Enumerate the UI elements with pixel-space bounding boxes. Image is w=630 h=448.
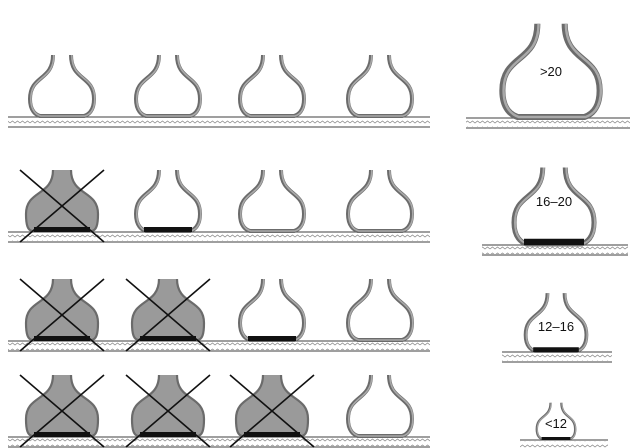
bulb-cell <box>348 375 413 436</box>
contact-area <box>34 432 90 437</box>
contact-area <box>244 432 300 437</box>
contact-area <box>34 227 90 232</box>
size-range-label: 12–16 <box>538 319 574 334</box>
contact-area <box>144 227 192 232</box>
bulb-cell <box>126 279 210 351</box>
contact-area <box>542 437 571 440</box>
bulb-cell <box>20 279 104 351</box>
contact-area <box>248 336 296 341</box>
bulb-cell <box>136 170 201 232</box>
ground-line <box>8 232 430 242</box>
contact-area <box>34 336 90 341</box>
bulb-cell <box>20 375 104 447</box>
bulb-cell <box>348 55 413 116</box>
ground-line <box>8 341 430 351</box>
bulb-cell <box>240 55 305 116</box>
ground-line <box>502 352 612 362</box>
ground-line <box>8 437 430 447</box>
ground-line <box>520 440 608 448</box>
size-reference-column: >20 16–20 12–16 <12 <box>466 24 630 448</box>
bulb-cell <box>240 279 305 341</box>
bulb-cell <box>136 55 201 116</box>
size-range-label: 16–20 <box>536 194 572 209</box>
bulb-cell <box>348 170 413 231</box>
contact-area <box>533 347 579 352</box>
bulb-grid <box>8 55 430 447</box>
contact-area <box>140 336 196 341</box>
bulb-cell <box>126 375 210 447</box>
bulb-cell <box>348 279 413 340</box>
contact-area <box>524 239 584 245</box>
bulb-cell <box>230 375 314 447</box>
ground-line <box>8 117 430 127</box>
bulb-cell <box>20 170 104 242</box>
size-range-label: >20 <box>540 64 562 79</box>
size-range-label: <12 <box>545 416 567 431</box>
bulb-cell <box>240 170 305 231</box>
contact-area <box>140 432 196 437</box>
bulb-cell <box>30 55 95 116</box>
